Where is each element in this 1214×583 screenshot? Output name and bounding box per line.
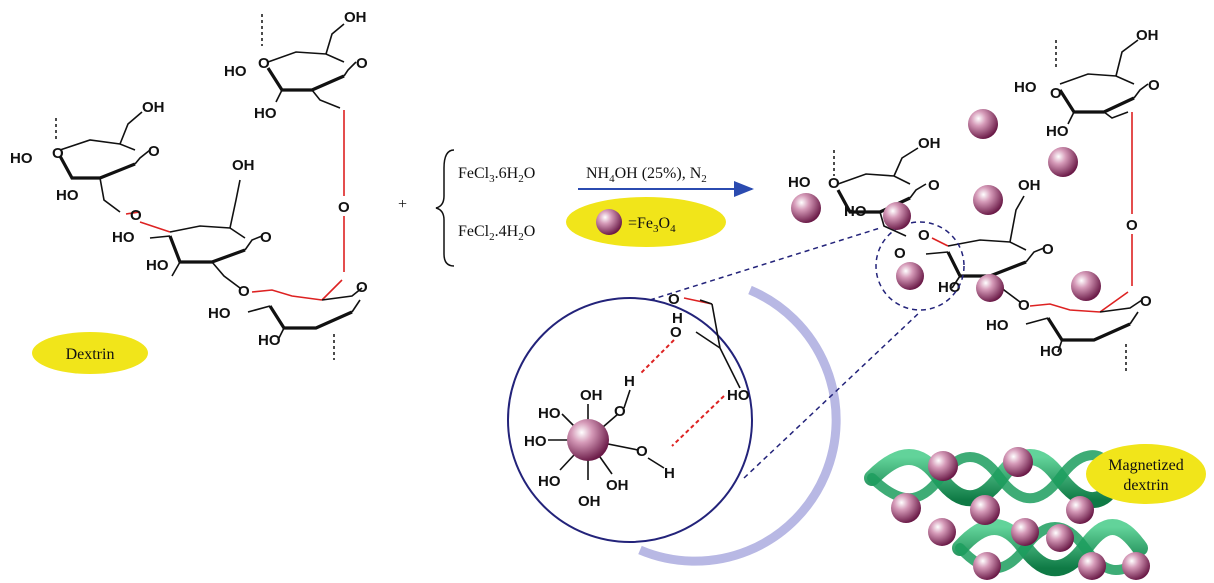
atom-ho: HO [10, 150, 33, 167]
atom-o: O [1148, 77, 1160, 94]
atom-o: O [260, 229, 272, 246]
atom-o: O [1018, 297, 1030, 314]
atom-o: O [52, 145, 64, 162]
fe3o4-particle [1066, 496, 1094, 524]
atom-ho: HO [524, 433, 547, 450]
fe3o4-particle [1046, 524, 1074, 552]
atom-o: O [130, 207, 142, 224]
atom-o: O [894, 245, 906, 262]
fe3o4-particle [883, 202, 911, 230]
atom-o: O [238, 283, 250, 300]
atom-ho: HO [1040, 343, 1063, 360]
atom-o: O [258, 55, 270, 72]
atom-o: O [1126, 217, 1138, 234]
atom-o: O [1050, 85, 1062, 102]
atom-oh: OH [142, 99, 165, 116]
atom-o: O [636, 443, 648, 460]
fe3o4-particle [973, 185, 1003, 215]
reaction-conditions: NH4OH (25%), N2 [586, 165, 707, 185]
atom-ho: HO [258, 332, 281, 349]
atom-oh: OH [1136, 27, 1159, 44]
dextrin-label-bg [32, 332, 148, 374]
atom-o: O [668, 291, 680, 308]
fe3o4-particle [968, 109, 998, 139]
atom-oh: OH [344, 9, 367, 26]
atom-h: H [672, 310, 683, 327]
atom-o: O [356, 279, 368, 296]
atom-ho: HO [1014, 79, 1037, 96]
atom-ho: HO [224, 63, 247, 80]
atom-o: O [828, 175, 840, 192]
fe3o4-legend: =Fe3O4 [628, 215, 676, 235]
reagent-fecl2: FeCl2.4H2O [458, 223, 535, 243]
fe3o4-particle [891, 493, 921, 523]
reagent-fecl3: FeCl3.6H2O [458, 165, 535, 185]
atom-h: H [664, 465, 675, 482]
atom-o: O [1042, 241, 1054, 258]
atom-ho: HO [538, 473, 561, 490]
fe3o4-particle [1122, 552, 1150, 580]
atom-o: O [148, 143, 160, 160]
atom-o: O [338, 199, 350, 216]
atom-ho: HO [844, 203, 867, 220]
magnetized-label-bg [1086, 444, 1206, 504]
fe3o4-particle [928, 451, 958, 481]
atom-ho: HO [146, 257, 169, 274]
atom-o: O [918, 227, 930, 244]
atom-ho: HO [254, 105, 277, 122]
atom-oh: OH [1018, 177, 1041, 194]
atom-oh: OH [578, 493, 601, 510]
atom-oh: OH [606, 477, 629, 494]
particle-icon [596, 209, 622, 235]
atom-o: O [928, 177, 940, 194]
fe3o4-particle [1011, 518, 1039, 546]
atom-ho: HO [208, 305, 231, 322]
fe3o4-particle [1071, 271, 1101, 301]
atom-oh: OH [918, 135, 941, 152]
hydrogen-bond-zoom: O O H HO HO OH O H HO O H HO OH OH [507, 227, 921, 566]
atom-h: H [624, 373, 635, 390]
atom-ho: HO [788, 174, 811, 191]
atom-ho: HO [112, 229, 135, 246]
dextrin-label: Dextrin [66, 346, 115, 363]
fe3o4-particle [976, 274, 1004, 302]
atom-oh: OH [232, 157, 255, 174]
fe3o4-particle [970, 495, 1000, 525]
reagent-brace [435, 149, 455, 267]
atom-ho: HO [986, 317, 1009, 334]
atom-ho: HO [1046, 123, 1069, 140]
magnetized-label-2: dextrin [1123, 477, 1168, 494]
fe3o4-particle [1048, 147, 1078, 177]
atom-ho: HO [538, 405, 561, 422]
plus-sign: + [398, 196, 407, 213]
fe-particle [567, 419, 609, 461]
fe3o4-particle [973, 552, 1001, 580]
fe3o4-particle [896, 262, 924, 290]
atom-oh: OH [580, 387, 603, 404]
fe3o4-particle [1003, 447, 1033, 477]
atom-ho: HO [56, 187, 79, 204]
fe3o4-particle [791, 193, 821, 223]
fe3o4-particle [1078, 552, 1106, 580]
atom-o: O [614, 403, 626, 420]
atom-ho: HO [938, 279, 961, 296]
reagents: + FeCl3.6H2O FeCl2.4H2O NH4OH (25%), N2 … [398, 149, 754, 267]
magnetized-label-1: Magnetized [1108, 457, 1184, 474]
atom-o: O [356, 55, 368, 72]
atom-o: O [1140, 293, 1152, 310]
atom-o: O [670, 324, 682, 341]
fe3o4-particle [928, 518, 956, 546]
atom-ho: HO [727, 387, 750, 404]
helix-illustration: Magnetized dextrin [864, 444, 1206, 580]
magnetized-dextrin-structure: OH HO O O HO O OH O O HO O O HO HO O [788, 27, 1160, 372]
dextrin-structure: O HO HO OH O O OH O HO HO O O HO HO [10, 9, 368, 374]
zoom-selection [875, 221, 965, 311]
